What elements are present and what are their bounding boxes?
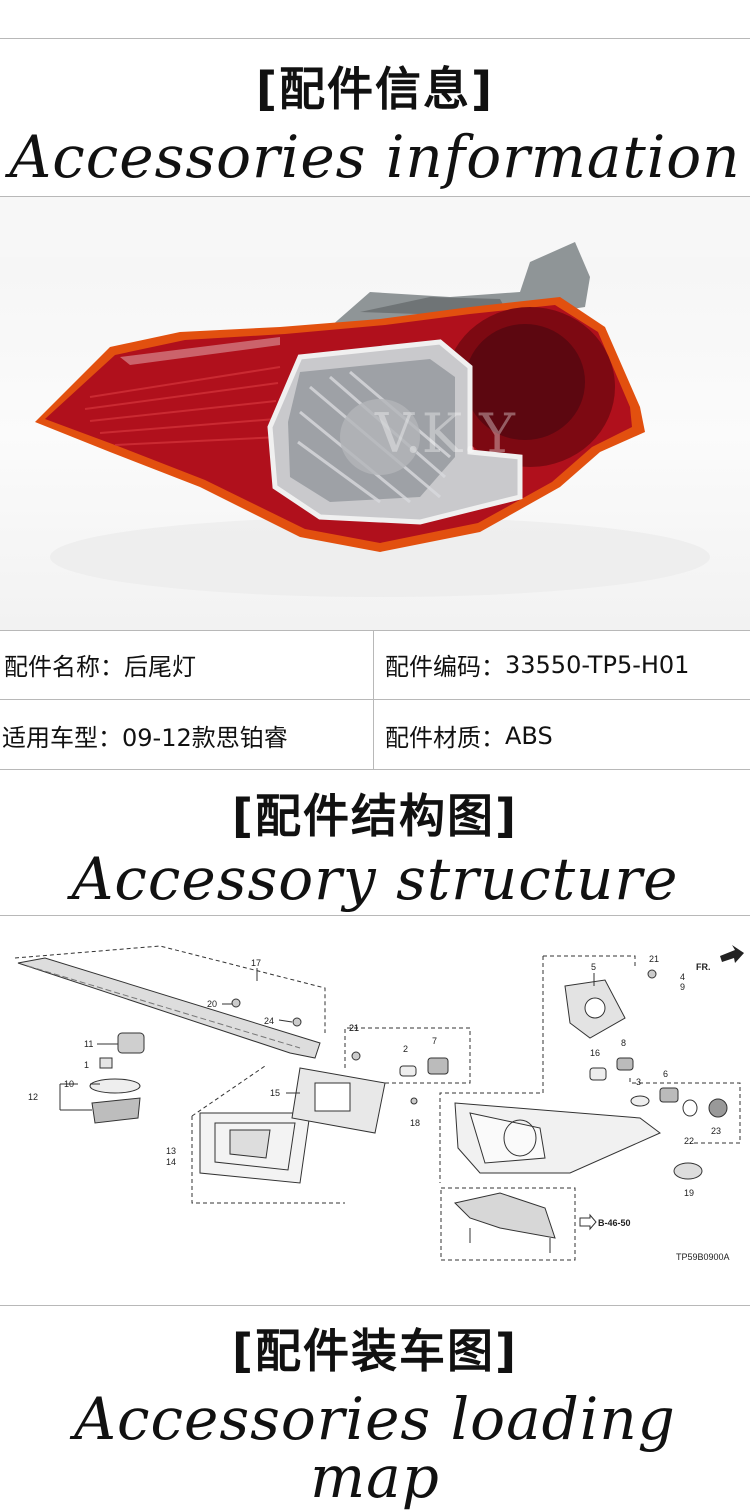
table-vertical-rule xyxy=(373,630,374,770)
part-number: 5 xyxy=(591,962,596,972)
part-number: 3 xyxy=(636,1077,641,1087)
reference-label: B-46-50 xyxy=(598,1218,631,1228)
material-cell: 配件材质：ABS xyxy=(385,701,553,770)
part-number: 16 xyxy=(590,1048,600,1058)
part-code-label: 配件编码： xyxy=(385,653,505,681)
loading-title-en: Accessories loading map xyxy=(74,1385,676,1511)
part-number: 2 xyxy=(403,1044,408,1054)
top-rule xyxy=(0,38,750,39)
part-number: 12 xyxy=(28,1092,38,1102)
part-number: 21 xyxy=(349,1023,359,1033)
part-number: 7 xyxy=(432,1036,437,1046)
part-code-cell: 配件编码：33550-TP5-H01 xyxy=(385,630,689,699)
table-bottom-rule xyxy=(0,769,750,770)
part-number: 22 xyxy=(684,1136,694,1146)
vehicle-model-cell: 适用车型：09-12款思铂睿 xyxy=(2,701,288,770)
part-number: 17 xyxy=(251,958,261,968)
material-label: 配件材质： xyxy=(385,724,505,752)
diagram-code: TP59B0900A xyxy=(676,1252,730,1262)
part-number: 6 xyxy=(663,1069,668,1079)
table-middle-rule xyxy=(0,699,750,700)
part-number: 24 xyxy=(264,1016,274,1026)
part-number: 10 xyxy=(64,1079,74,1089)
material-value: ABS xyxy=(505,721,553,750)
part-number: 9 xyxy=(680,982,685,992)
part-code-value: 33550-TP5-H01 xyxy=(505,650,690,679)
exploded-parts-diagram: FR. 17 20 24 21 11 1 10 12 21 2 7 15 18 … xyxy=(0,918,750,1303)
loading-title-cn: [配件装车图] xyxy=(231,1324,519,1378)
part-number: 15 xyxy=(270,1088,280,1098)
part-number: 20 xyxy=(207,999,217,1009)
part-name-label: 配件名称： xyxy=(4,653,124,681)
part-number: 8 xyxy=(621,1038,626,1048)
structure-divider xyxy=(0,915,750,916)
part-number: 4 xyxy=(680,972,685,982)
part-number: 13 xyxy=(166,1146,176,1156)
section-title-cn: [配件信息] xyxy=(255,62,495,116)
info-table: 配件名称：后尾灯 配件编码：33550-TP5-H01 适用车型：09-12款思… xyxy=(0,630,750,770)
watermark-text: V.K.Y xyxy=(374,402,516,465)
part-number: 11 xyxy=(84,1039,93,1049)
part-number: 19 xyxy=(684,1188,694,1198)
table-top-rule xyxy=(0,630,750,631)
part-number: 21 xyxy=(649,954,659,964)
product-photo: V.K.Y xyxy=(0,197,750,630)
vehicle-model-value: 09-12款思铂睿 xyxy=(122,724,288,752)
part-number: 23 xyxy=(711,1126,721,1136)
part-name-value: 后尾灯 xyxy=(124,653,196,681)
front-arrow-label: FR. xyxy=(696,962,711,972)
part-name-cell: 配件名称：后尾灯 xyxy=(4,630,196,699)
structure-title-en: Accessory structure xyxy=(71,845,679,913)
section-title-en: Accessories information xyxy=(9,123,741,191)
part-number: 14 xyxy=(166,1157,176,1167)
part-number: 18 xyxy=(410,1118,420,1128)
part-number: 1 xyxy=(84,1060,89,1070)
structure-title-cn: [配件结构图] xyxy=(231,789,519,843)
loading-divider-top xyxy=(0,1305,750,1306)
section-divider xyxy=(0,196,750,197)
part-number: 21 xyxy=(349,1023,359,1033)
vehicle-model-label: 适用车型： xyxy=(2,724,122,752)
